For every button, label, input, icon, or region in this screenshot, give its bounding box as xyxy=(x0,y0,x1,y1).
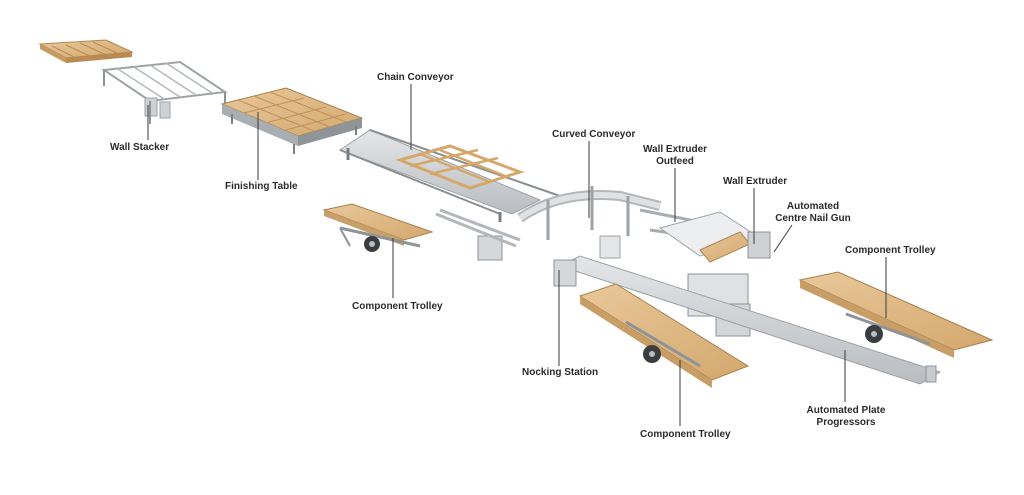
label-plate-progressors-line1: Automated Plate xyxy=(806,405,886,416)
label-automated-plate-progressors: Automated Plate Progressors xyxy=(800,405,892,429)
label-nocking-station: Nocking Station xyxy=(522,367,599,378)
leader-lines xyxy=(147,84,887,426)
component-trolley-left xyxy=(322,203,434,252)
label-wall-extruder-outfeed: Wall Extruder Outfeed xyxy=(641,144,709,168)
label-component-trolley-left: Component Trolley xyxy=(352,301,443,312)
label-automated-centre-nail-gun: Automated Centre Nail Gun xyxy=(765,201,861,225)
label-component-trolley-right: Component Trolley xyxy=(845,245,936,256)
wall-stacker xyxy=(38,39,228,124)
label-nail-gun-line2: Centre Nail Gun xyxy=(775,213,851,224)
curved-conveyor xyxy=(435,186,662,261)
label-wall-extruder: Wall Extruder xyxy=(723,176,788,187)
component-trolley-right xyxy=(798,271,994,358)
label-component-trolley-bottom: Component Trolley xyxy=(640,429,731,440)
label-wall-stacker: Wall Stacker xyxy=(110,142,170,153)
label-wall-extruder-outfeed-line1: Wall Extruder xyxy=(642,144,708,155)
label-nail-gun-line1: Automated xyxy=(786,201,840,212)
label-plate-progressors-line2: Progressors xyxy=(816,417,876,428)
label-chain-conveyor: Chain Conveyor xyxy=(377,72,454,83)
label-curved-conveyor: Curved Conveyor xyxy=(552,129,636,140)
label-finishing-table: Finishing Table xyxy=(225,181,298,192)
finishing-table xyxy=(220,87,364,154)
component-trolley-bottom xyxy=(578,283,750,388)
chain-conveyor xyxy=(338,129,561,222)
label-wall-extruder-outfeed-line2: Outfeed xyxy=(656,156,694,167)
